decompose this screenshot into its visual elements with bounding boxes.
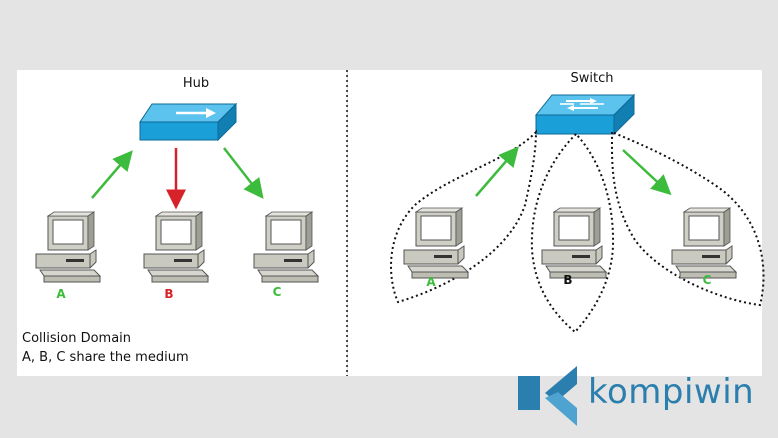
switch-title: Switch	[571, 71, 614, 86]
hub-arrow-to-c	[223, 147, 264, 199]
switch-arrow-from-a	[475, 146, 519, 197]
switch-domain-b	[530, 132, 615, 334]
hub-label-c: C	[273, 285, 282, 299]
switch-label-b: B	[563, 273, 572, 287]
collision-domain-caption: Collision Domain	[22, 331, 131, 346]
brand-name: kompiwin	[588, 372, 755, 412]
switch-arrow-to-c	[622, 149, 672, 196]
switch-label-c: C	[703, 273, 712, 287]
kompiwin-logo-icon	[518, 366, 577, 426]
hub-device	[139, 102, 238, 142]
share-medium-caption: A, B, C share the medium	[22, 350, 189, 365]
switch-domain-c	[610, 130, 765, 307]
hub-label-a: A	[56, 287, 66, 301]
hub-label-b: B	[164, 287, 173, 301]
hub-arrow-from-a	[91, 150, 133, 199]
switch-device	[534, 93, 636, 136]
hub-title: Hub	[183, 76, 209, 91]
switch-domain-a	[390, 129, 538, 304]
switch-label-a: A	[426, 275, 436, 289]
